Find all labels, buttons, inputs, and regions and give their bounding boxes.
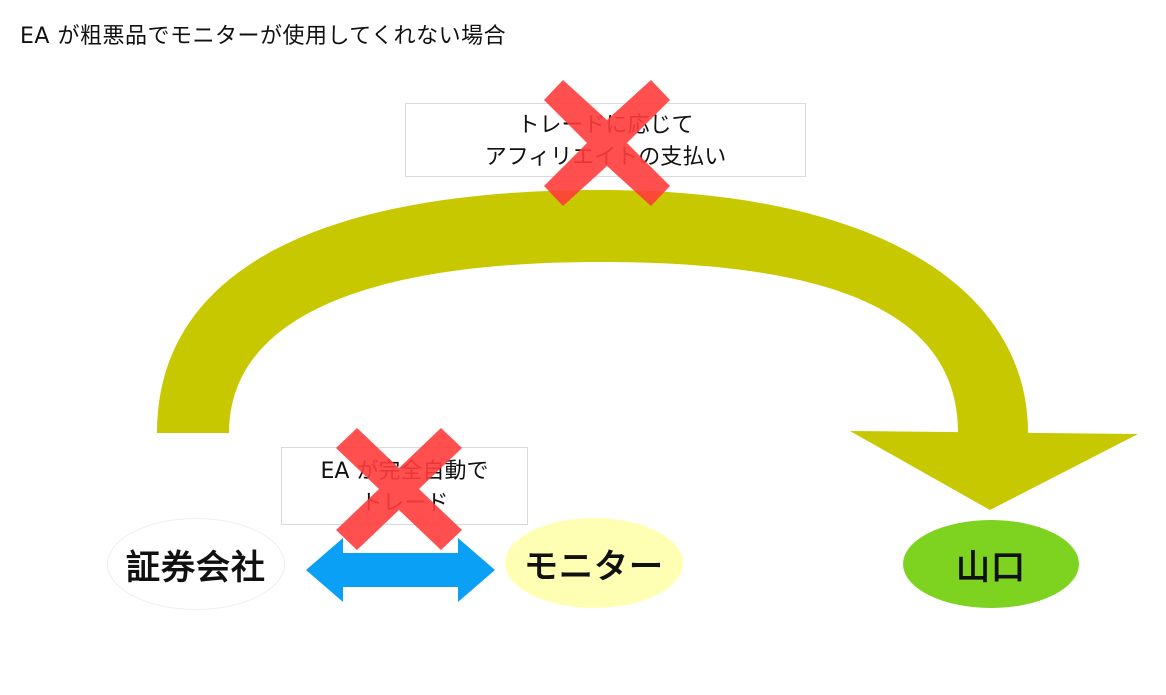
node-yamaguchi: 山口: [903, 520, 1079, 608]
curved-arrow-icon: [157, 190, 1138, 510]
node-monitor-label: モニター: [524, 546, 664, 587]
diagram-title: EA が粗悪品でモニターが使用してくれない場合: [20, 24, 507, 49]
node-yamaguchi-label: 山口: [956, 547, 1026, 588]
cross-mark-icon: [544, 80, 670, 206]
node-securities-label: 証券会社: [126, 547, 266, 588]
double-arrow-icon: [306, 538, 495, 602]
cross-mark-icon: [336, 428, 462, 550]
node-monitor: モニター: [505, 518, 683, 608]
node-securities-company: 証券会社: [107, 518, 285, 610]
